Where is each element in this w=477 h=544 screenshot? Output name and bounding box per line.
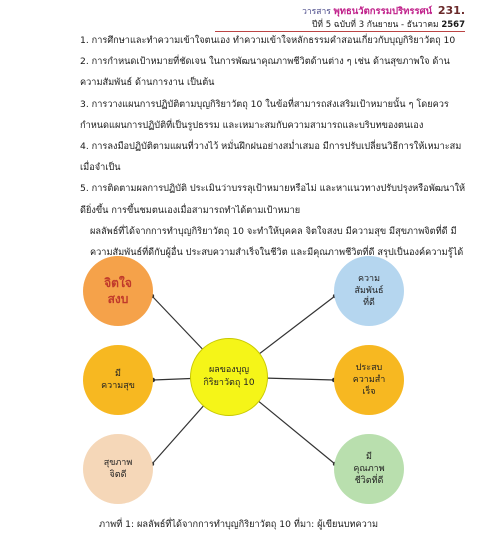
page-header: วารสาร พุทธนวัตกรรมปริทรรศน์ 231. ปีที่ …	[215, 4, 465, 32]
article-body: 1. การศึกษาและทำความเข้าใจตนเอง ทำความเข…	[10, 30, 467, 284]
issue-year: 2567	[441, 20, 465, 30]
paragraph-step-4: 4. การลงมือปฏิบัติตามแผนที่วางไว้ หมั่นฝ…	[80, 141, 462, 174]
results-diagram: จิตใจ สงบ มี ความสุข สุขภาพ จิตดี ผลของบ…	[0, 250, 477, 520]
node-peaceful-mind: จิตใจ สงบ	[83, 256, 153, 326]
issue-info: ปีที่ 5 ฉบับที่ 3 กันยายน - ธันวาคม	[312, 20, 439, 30]
journal-line: วารสาร พุทธนวัตกรรมปริทรรศน์ 231.	[302, 4, 465, 19]
node-happiness: มี ความสุข	[83, 345, 153, 415]
paragraph-step-1: 1. การศึกษาและทำความเข้าใจตนเอง ทำความเข…	[80, 35, 456, 46]
page-number: 231.	[437, 4, 465, 17]
journal-label: วารสาร	[302, 7, 331, 17]
paragraph-step-3: 3. การวางแผนการปฏิบัติตามบุญกิริยาวัตถุ …	[80, 98, 449, 131]
node-good-relationships: ความ สัมพันธ์ ที่ดี	[334, 256, 404, 326]
node-success: ประสบ ความสำ เร็จ	[334, 345, 404, 415]
paragraph-step-5: 5. การติดตามผลการปฏิบัติ ประเมินว่าบรรลุ…	[80, 183, 466, 216]
issue-line: ปีที่ 5 ฉบับที่ 3 กันยายน - ธันวาคม 2567	[302, 19, 465, 32]
node-good-quality-of-life: มี คุณภาพ ชีวิตที่ดี	[334, 434, 404, 504]
node-good-mental-health: สุขภาพ จิตดี	[83, 434, 153, 504]
header-rule	[215, 31, 465, 32]
journal-title: พุทธนวัตกรรมปริทรรศน์	[333, 6, 433, 17]
figure-caption: ภาพที่ 1: ผลลัพธ์ที่ได้จากการทำบุญกิริยา…	[98, 519, 379, 530]
paragraph-step-2: 2. การกำหนดเป้าหมายที่ชัดเจน ในการพัฒนาค…	[80, 56, 450, 89]
node-center-merit-results: ผลของบุญ กิริยาวัตถุ 10	[190, 338, 268, 416]
